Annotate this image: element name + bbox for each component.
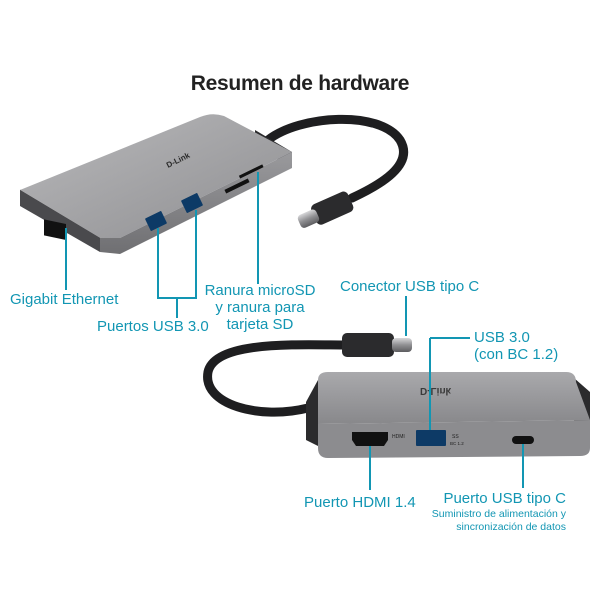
- microsd-slot: [238, 164, 264, 179]
- callout-lines: [65, 172, 524, 490]
- bottom-hub-brand: D-Link: [420, 385, 452, 396]
- hdmi-port-mark: HDMI: [392, 434, 405, 440]
- bottom-usb-c-port: [512, 436, 534, 444]
- label-usb30-bc-line1: USB 3.0: [474, 329, 530, 346]
- top-hub-cable: [263, 114, 409, 203]
- label-gigabit-ethernet: Gigabit Ethernet: [10, 291, 119, 308]
- label-hdmi-port: Puerto HDMI 1.4: [304, 494, 416, 511]
- ethernet-port: [44, 219, 66, 241]
- usb-port-sub-mark: BC 1.2: [450, 441, 464, 446]
- hdmi-port: [352, 432, 388, 446]
- top-hub-device: D-Link: [20, 114, 409, 254]
- bottom-usb-port: [416, 430, 446, 446]
- label-usb-c-port-desc-line2: sincronización de datos: [456, 521, 566, 533]
- top-hub-ethernet-end: [20, 190, 100, 252]
- top-usb-port-1: [145, 211, 167, 231]
- label-sd-slots-line2: y ranura para: [215, 299, 305, 316]
- page-title: Resumen de hardware: [190, 72, 410, 95]
- label-usb-c-port-desc: Suministro de alimentación y sincronizac…: [400, 508, 566, 534]
- top-usb-c-plug: [297, 191, 354, 228]
- bottom-hub-device: HDMI SS BC 1.2 D-Link: [203, 333, 590, 458]
- bottom-hub-top-surface: [318, 372, 590, 424]
- label-usb30-bc: USB 3.0 (con BC 1.2): [474, 329, 558, 363]
- label-sd-slots-line3: tarjeta SD: [226, 316, 294, 333]
- label-usb30-bc-line2: (con BC 1.2): [474, 346, 559, 363]
- label-sd-slots: Ranura microSD y ranura para tarjeta SD: [200, 282, 320, 333]
- label-usb-c-port-desc-line1: Suministro de alimentación y: [431, 508, 566, 520]
- sd-slot: [224, 178, 250, 194]
- label-usb-c-port: Puerto USB tipo C: [443, 490, 566, 507]
- label-usb-c-connector: Conector USB tipo C: [340, 278, 480, 295]
- bottom-usb-c-plug: [342, 333, 412, 357]
- usb-port-mark: SS: [452, 434, 459, 440]
- bottom-hub-left-side: [306, 380, 318, 446]
- label-usb30-ports: Puertos USB 3.0: [97, 318, 209, 335]
- top-usb-port-2: [181, 193, 203, 213]
- top-hub-top-surface: [20, 114, 292, 240]
- label-sd-slots-line1: Ranura microSD: [204, 282, 316, 299]
- bottom-hub-cable: [203, 340, 353, 417]
